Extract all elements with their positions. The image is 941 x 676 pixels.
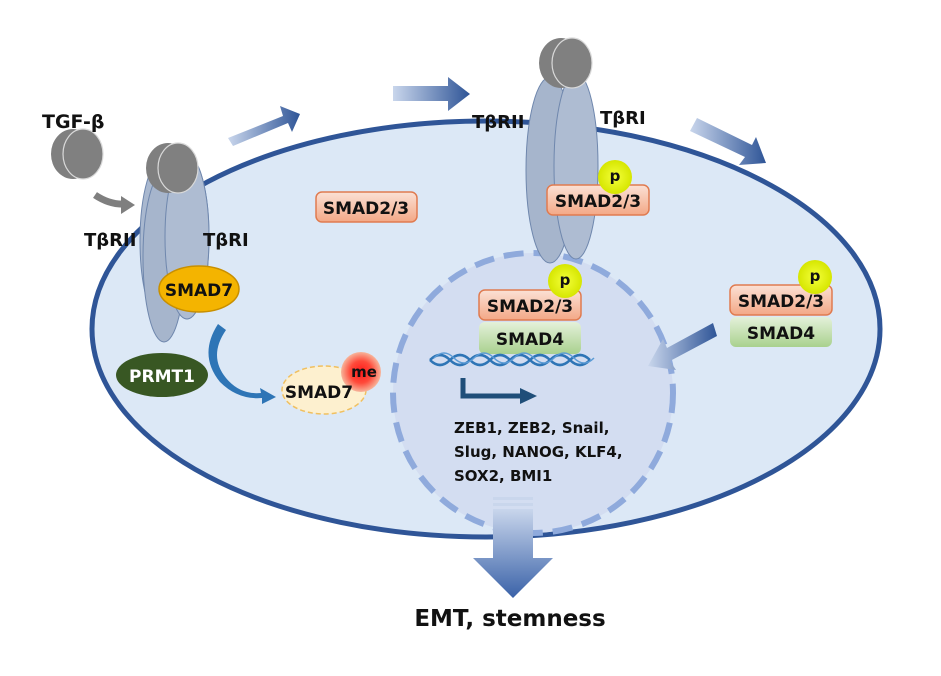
phospho-node-2 (798, 260, 832, 294)
arrow-step-1 (228, 106, 300, 146)
prmt1-label: PRMT1 (129, 367, 195, 387)
smad7-bound-node (158, 265, 240, 313)
phospho-node-3 (548, 264, 582, 298)
smad4-nuclear-label: SMAD4 (496, 330, 564, 350)
dna-helix (429, 352, 595, 367)
phospho-label-2: p (810, 267, 821, 285)
tgf-beta-ligand (51, 128, 104, 180)
arrow-nuclear-import (648, 323, 717, 370)
target-genes-line-3: SOX2, BMI1 (454, 467, 552, 485)
methylation-arrow (208, 324, 276, 404)
smad23-receptor-node (546, 184, 650, 216)
arrow-step-3 (690, 118, 766, 165)
receptor-tbrii-label-left: TβRII (84, 230, 136, 251)
smad7-bound-label: SMAD7 (165, 281, 233, 301)
outcome-label: EMT, stemness (414, 606, 605, 632)
smad23-nuclear-label: SMAD2/3 (487, 297, 573, 317)
arrow-outcome (473, 497, 553, 598)
phospho-node-1 (598, 160, 632, 194)
smad23-free-node (315, 191, 418, 223)
target-genes-line-1: ZEB1, ZEB2, Snail, (454, 419, 609, 437)
receptor-tbrii-label-top: TβRII (472, 112, 524, 133)
smad23-free-label: SMAD2/3 (323, 199, 409, 219)
smad23-receptor-label: SMAD2/3 (555, 192, 641, 212)
smad4-cyto-label: SMAD4 (747, 324, 815, 344)
smad4-nuclear-node (479, 322, 581, 354)
receptor-tbri-label-left: TβRI (203, 230, 249, 251)
smad4-cyto-node (730, 317, 832, 347)
phospho-label-3: p (560, 271, 571, 289)
smad23-nuclear-node (478, 289, 582, 321)
receptor-complex-top (525, 37, 599, 264)
arrow-step-2 (393, 77, 470, 111)
ligand-binding-arrow (93, 192, 126, 208)
methyl-node (341, 352, 381, 392)
smad23-cyto-node (729, 284, 833, 316)
target-genes-line-2: Slug, NANOG, KLF4, (454, 443, 623, 461)
prmt1-node (116, 353, 208, 397)
receptor-tbri-label-top: TβRI (600, 108, 646, 129)
transcription-arrow (460, 378, 537, 404)
methyl-label: me (351, 363, 377, 381)
phospho-label-1: p (610, 167, 621, 185)
tgf-beta-label: TGF-β (42, 111, 104, 133)
smad7-methylated-label: SMAD7 (285, 383, 353, 403)
smad23-cyto-label: SMAD2/3 (738, 292, 824, 312)
